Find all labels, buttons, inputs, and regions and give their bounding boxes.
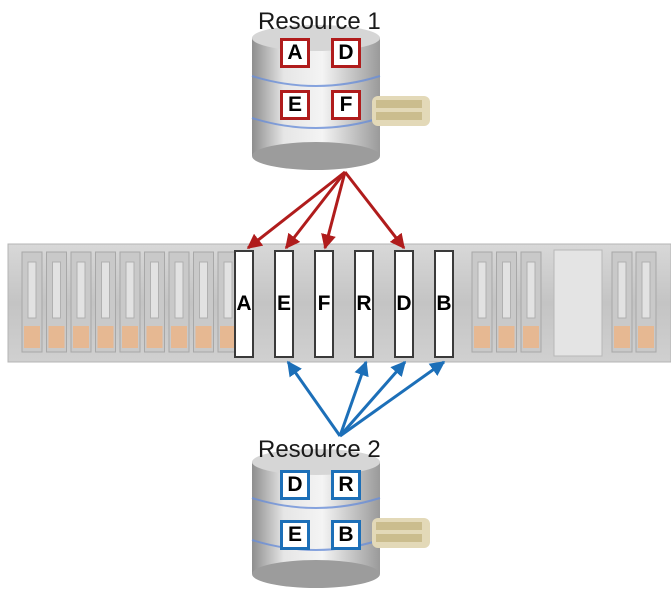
- resource1-item-d: D: [331, 38, 361, 68]
- resource2-title: Resource 2: [258, 436, 381, 463]
- resource2-item-r: R: [331, 470, 361, 500]
- storage-enclosure: [7, 243, 671, 363]
- drive-bay: [520, 251, 542, 353]
- array-slot-f: F: [314, 250, 334, 358]
- array-slot-r: R: [354, 250, 374, 358]
- drive-bay: [46, 251, 67, 353]
- resource2-item-b: B: [331, 520, 361, 550]
- resource2-item-e: E: [280, 520, 310, 550]
- resource1-item-f: F: [331, 90, 361, 120]
- drive-bay: [471, 251, 493, 353]
- resource1-item-e: E: [280, 90, 310, 120]
- blank-bay-panel: [553, 249, 603, 357]
- drive-bay: [119, 251, 141, 353]
- drive-bay: [168, 251, 190, 353]
- array-slot-b: B: [434, 250, 454, 358]
- resource1-item-a: A: [280, 38, 310, 68]
- drive-bay: [144, 251, 165, 353]
- drive-bay: [70, 251, 92, 353]
- array-slot-a: A: [234, 250, 254, 358]
- resource1-title: Resource 1: [258, 8, 381, 35]
- drive-bay: [611, 251, 633, 353]
- array-slot-e: E: [274, 250, 294, 358]
- resource2-arrows: [286, 360, 446, 438]
- drive-bay: [95, 251, 116, 353]
- drive-bay: [21, 251, 43, 353]
- drive-bay: [496, 251, 517, 353]
- drive-bay: [217, 251, 239, 353]
- drive-bay: [635, 251, 657, 353]
- resource1-arrows: [246, 170, 406, 250]
- array-slot-d: D: [394, 250, 414, 358]
- drive-bay: [193, 251, 214, 353]
- resource2-item-d: D: [280, 470, 310, 500]
